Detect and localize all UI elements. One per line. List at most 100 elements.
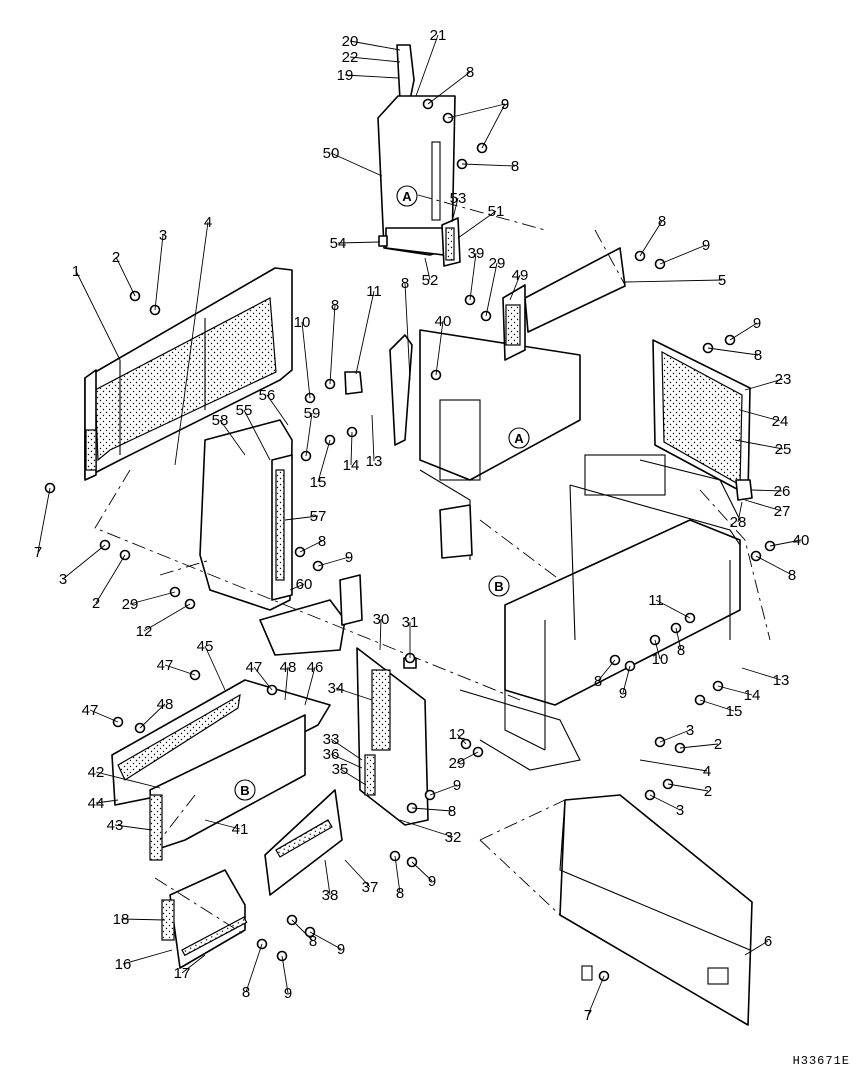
leader-line-23 [744, 378, 784, 391]
leader-line-27 [744, 499, 783, 512]
cab-frame [459, 454, 741, 771]
svg-text:B: B [240, 783, 249, 798]
callout-label-44: 44 [88, 795, 105, 812]
callout-label-2: 2 [92, 595, 100, 612]
leader-line-17 [181, 954, 206, 974]
callout-label-52: 52 [422, 272, 439, 289]
callout-label-3: 3 [59, 571, 67, 588]
leader-line-28 [737, 501, 743, 523]
leader-line-52 [424, 257, 431, 281]
callout-label-5: 5 [718, 272, 726, 289]
callout-label-7: 7 [584, 1007, 592, 1024]
leader-line-22 [349, 56, 401, 63]
callout-label-51: 51 [488, 203, 505, 220]
leader-line-41 [204, 819, 241, 830]
leader-line-42 [95, 771, 161, 789]
svg-text:A: A [514, 431, 524, 446]
callout-label-4: 4 [703, 763, 711, 780]
callout-label-9: 9 [702, 237, 710, 254]
callout-label-10: 10 [652, 651, 669, 668]
callout-label-33: 33 [323, 731, 340, 748]
svg-text:A: A [402, 189, 412, 204]
callout-label-41: 41 [232, 821, 249, 838]
callout-label-25: 25 [775, 441, 792, 458]
callout-label-8: 8 [594, 673, 602, 690]
leader-line-11 [655, 599, 691, 619]
leader-line-8 [707, 347, 759, 356]
leader-line-7 [587, 975, 605, 1016]
callout-label-29: 29 [122, 596, 139, 613]
leader-line-48 [139, 703, 166, 729]
callout-label-20: 20 [342, 33, 359, 50]
callout-label-2: 2 [704, 783, 712, 800]
leader-line-9 [309, 931, 342, 950]
leader-line-14 [717, 685, 753, 696]
leader-line-12 [456, 733, 467, 745]
callout-label-35: 35 [332, 761, 349, 778]
callout-label-12: 12 [136, 623, 153, 640]
leader-line-8 [411, 807, 453, 812]
leader-line-8 [597, 659, 616, 682]
callout-label-47: 47 [82, 702, 99, 719]
front-hood-panel [559, 794, 753, 1026]
callout-label-26: 26 [774, 483, 791, 500]
callout-label-16: 16 [115, 956, 132, 973]
callout-label-47: 47 [157, 657, 174, 674]
leader-line-43 [114, 824, 153, 831]
leader-line-10 [654, 639, 661, 660]
callout-label-9: 9 [619, 685, 627, 702]
alignment-lines [94, 194, 771, 936]
leader-line-9 [411, 861, 433, 882]
leader-lines [37, 34, 802, 1016]
callout-label-19: 19 [337, 67, 354, 84]
drawing-code: H33671E [793, 1054, 850, 1068]
callout-label-3: 3 [686, 722, 694, 739]
leader-line-47 [89, 709, 119, 723]
callout-label-45: 45 [197, 638, 214, 655]
callout-label-17: 17 [174, 965, 191, 982]
leader-line-53 [451, 197, 459, 223]
leader-line-7 [37, 487, 51, 553]
callout-label-23: 23 [775, 371, 792, 388]
callout-label-8: 8 [677, 642, 685, 659]
leader-line-3 [659, 729, 691, 743]
leader-line-8 [755, 555, 793, 576]
callout-label-11: 11 [366, 283, 382, 300]
callout-label-12: 12 [449, 726, 466, 743]
callout-label-24: 24 [772, 413, 789, 430]
leader-line-44 [95, 799, 119, 804]
leader-line-20 [349, 40, 401, 51]
leader-line-55 [243, 409, 271, 461]
leader-line-8 [639, 220, 663, 257]
leader-line-2 [667, 783, 709, 792]
leader-line-48 [284, 666, 289, 701]
leader-line-24 [739, 409, 781, 422]
leader-line-9 [729, 322, 758, 341]
callout-label-48: 48 [280, 659, 297, 676]
leader-line-9 [317, 556, 350, 567]
leader-line-34 [335, 687, 373, 701]
callout-label-31: 31 [402, 614, 419, 631]
callout-label-13: 13 [366, 453, 383, 470]
callout-label-40: 40 [435, 313, 452, 330]
leader-line-49 [509, 274, 521, 301]
callout-label-8: 8 [242, 984, 250, 1001]
leader-line-32 [399, 819, 454, 838]
leader-line-29 [456, 751, 479, 764]
leader-line-5 [624, 279, 723, 283]
callout-label-59: 59 [304, 405, 321, 422]
callout-label-18: 18 [113, 911, 130, 928]
leader-line-3 [649, 794, 681, 811]
callout-label-8: 8 [401, 275, 409, 292]
callout-label-21: 21 [430, 27, 447, 44]
callout-label-8: 8 [318, 533, 326, 550]
callout-label-37: 37 [362, 879, 379, 896]
leader-line-9 [659, 244, 707, 265]
callout-label-46: 46 [307, 659, 324, 676]
leader-line-8 [245, 943, 263, 993]
leader-line-3 [154, 234, 164, 311]
callout-label-22: 22 [342, 49, 359, 66]
callout-labels: 2022192189985053515452895392949342111810… [34, 27, 810, 1024]
